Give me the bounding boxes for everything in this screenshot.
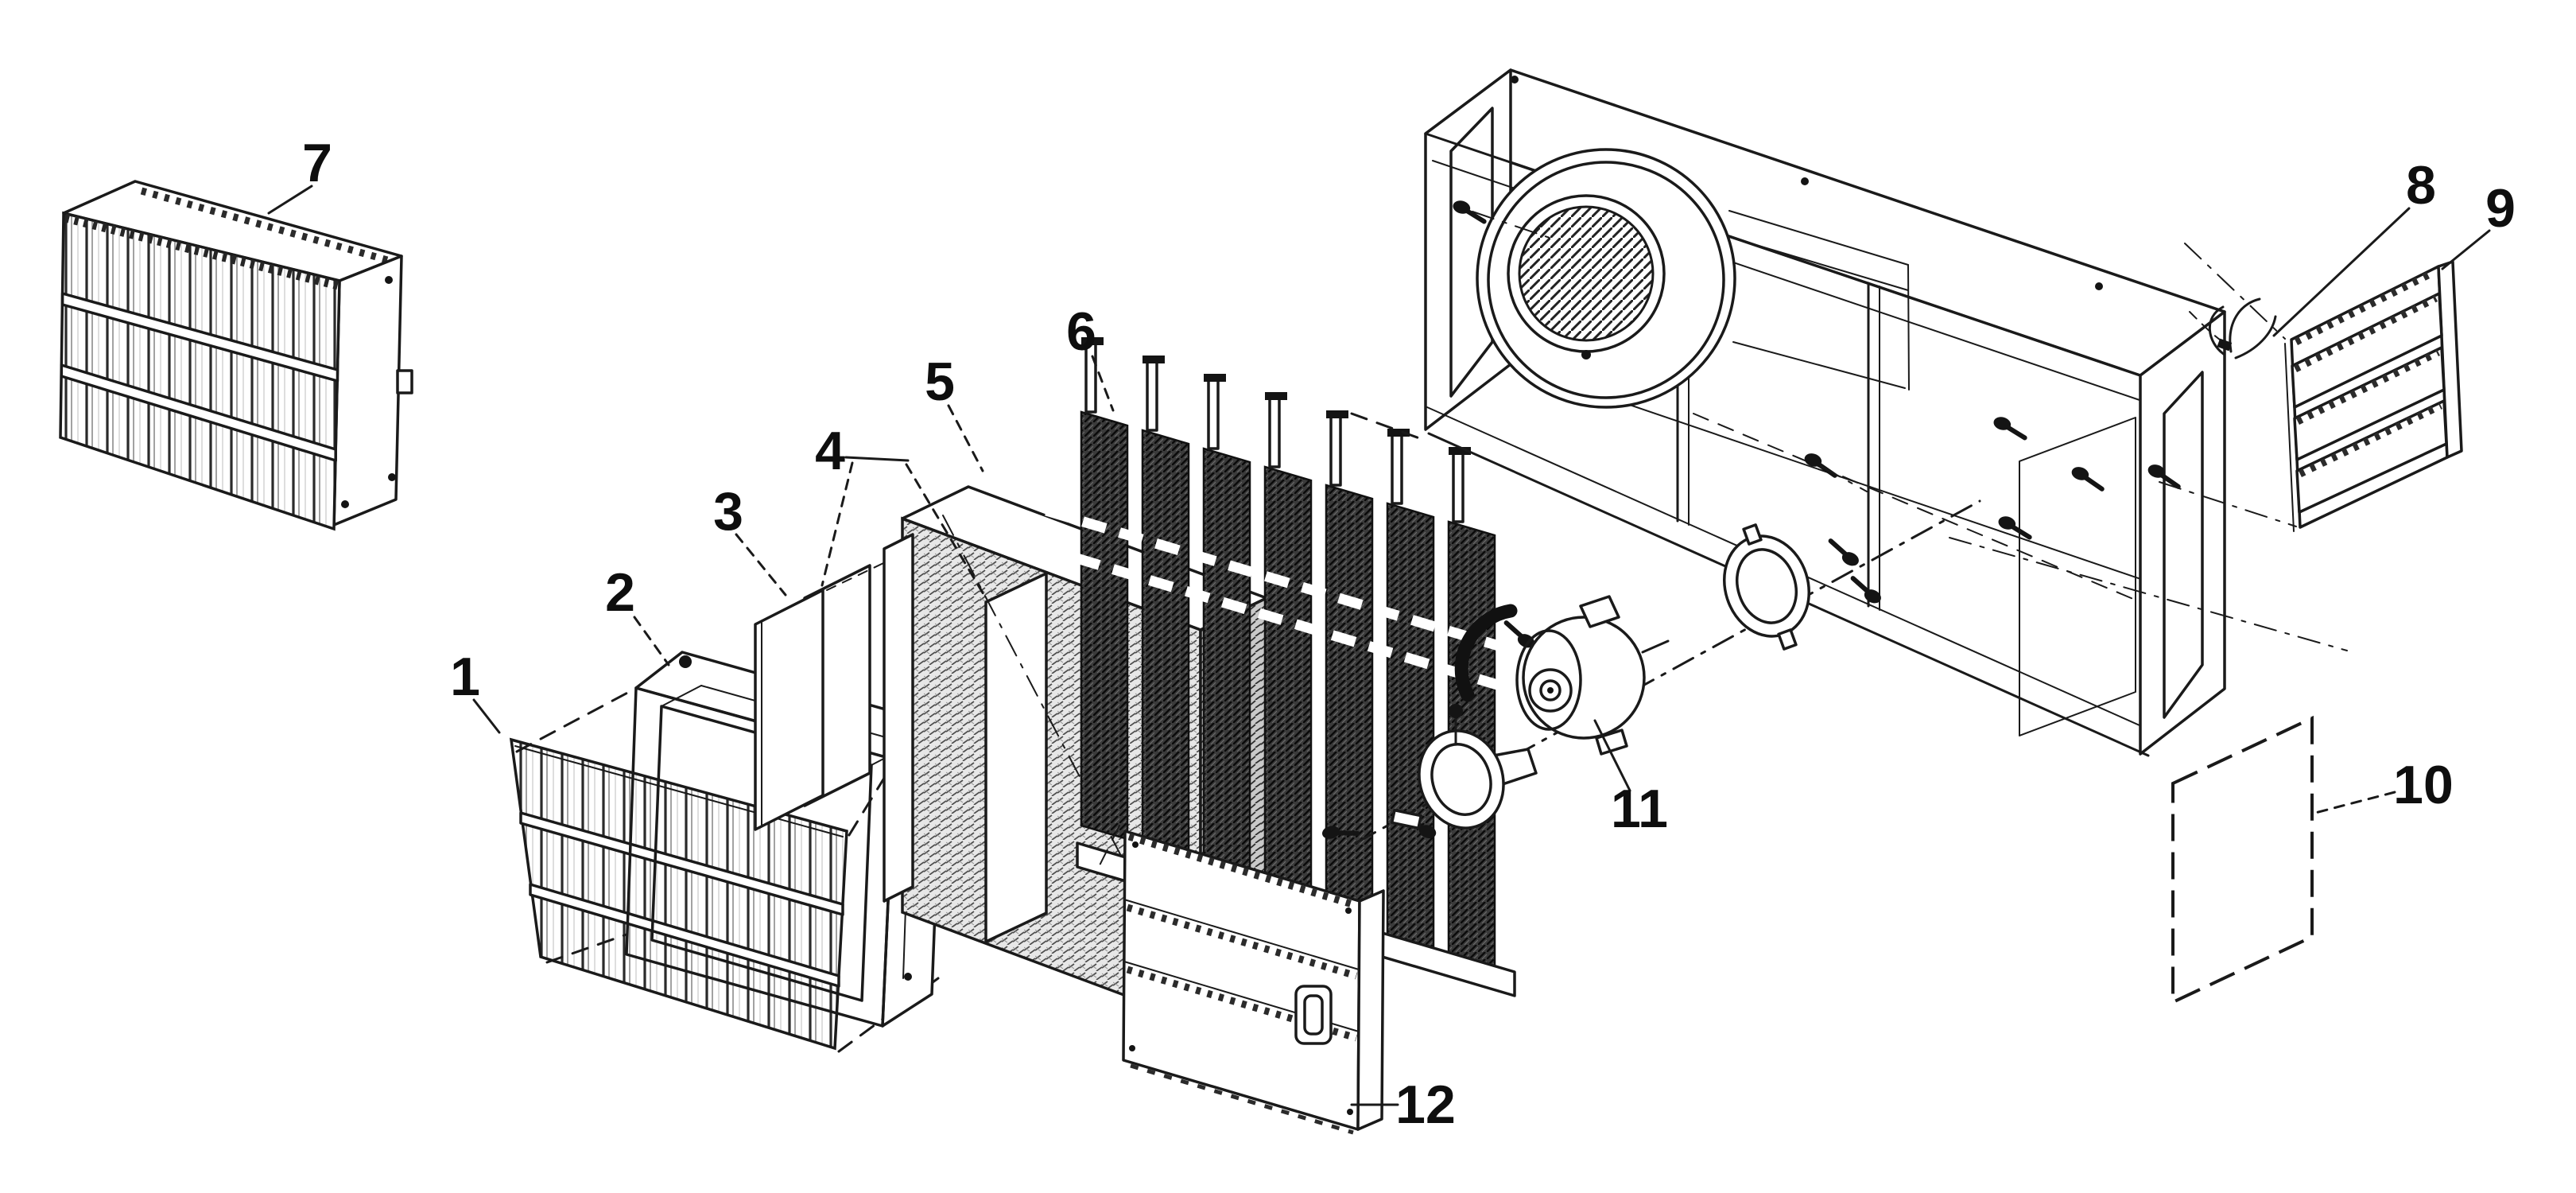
- callout-6: 6: [1066, 301, 1115, 412]
- callout-3-label: 3: [713, 481, 743, 542]
- align-line: [826, 556, 898, 591]
- align-line: [1472, 211, 1553, 239]
- part7-latch: [396, 369, 413, 394]
- cabinet-right-end: [2139, 310, 2226, 756]
- part7-filter-pleats: [140, 187, 398, 266]
- callout-7: 7: [267, 133, 332, 215]
- part7-rail-2: [60, 363, 337, 462]
- louvered-grille-box-assembly: [59, 180, 413, 531]
- part10-panel: [2171, 715, 2314, 1005]
- align-line: [1693, 413, 2140, 602]
- part7-side-face: [332, 255, 403, 527]
- callout-3: 3: [713, 481, 787, 596]
- cabinet-shell: [1321, 68, 2348, 842]
- callout-12-label: 12: [1395, 1074, 1456, 1135]
- part4-plate-front: [984, 572, 1048, 943]
- flat-access-panel: [2171, 715, 2314, 1005]
- callout-6-label: 6: [1066, 301, 1096, 362]
- callout-10-label: 10: [2393, 755, 2454, 815]
- motor-mount-bracket-left: [1390, 704, 1538, 830]
- callout-8: 8: [2272, 155, 2436, 337]
- part9-slat-3: [2295, 399, 2448, 514]
- align-line: [2184, 243, 2286, 340]
- blower-scroll: [1476, 148, 1910, 409]
- part7-louver-face: [59, 211, 341, 531]
- callout-5: 5: [925, 352, 984, 472]
- motor-body: [1454, 595, 1670, 756]
- part7-rail-1: [60, 292, 339, 383]
- callout-9-label: 9: [2485, 178, 2516, 239]
- callout-8-label: 8: [2406, 155, 2436, 216]
- front-door-panel: [1095, 825, 1385, 1135]
- callout-1-label: 1: [450, 647, 480, 707]
- callout-7-label: 7: [302, 133, 332, 193]
- part1-rail-1: [519, 811, 844, 916]
- callout-5-label: 5: [925, 352, 955, 412]
- motor-band-clamp: [1454, 604, 1518, 702]
- callout-4-label: 4: [815, 421, 845, 481]
- cabinet-left-opening: [1449, 107, 1494, 398]
- cell-rod-1: [1045, 505, 1516, 656]
- part12-side-band: [1356, 889, 1385, 1131]
- callout-2-label: 2: [605, 562, 635, 623]
- callout-1: 1: [450, 647, 501, 734]
- callout-11: 11: [1593, 719, 1668, 839]
- filter-retainer-plates: [754, 556, 898, 831]
- align-line: [1095, 825, 1120, 874]
- cabinet-inner-compartment: [2019, 417, 2136, 736]
- align-line: [545, 933, 628, 964]
- rear-louver-panel: [2159, 243, 2463, 532]
- blower-motor-assembly: [1354, 499, 1981, 845]
- callout-9: 9: [2441, 178, 2516, 270]
- motor-mount-ring-right: [1722, 523, 1811, 651]
- part4-plate-left: [883, 533, 914, 903]
- cabinet-right-opening: [2163, 371, 2204, 719]
- callouts: 1 2 3 4 5 6 7 8: [267, 133, 2516, 1135]
- align-line: [1350, 412, 1423, 441]
- part1-rail-2: [529, 883, 840, 988]
- callout-10: 10: [2314, 755, 2454, 815]
- callout-4: 4: [815, 421, 987, 600]
- cell-rod-2: [1038, 542, 1512, 694]
- callout-2: 2: [605, 562, 670, 666]
- blower-inlet: [1518, 205, 1655, 342]
- callout-11-label: 11: [1611, 779, 1668, 839]
- align-line: [515, 689, 634, 753]
- align-line: [1820, 465, 1868, 492]
- wire-harness: [2189, 297, 2277, 359]
- thin-divider-panel: [754, 589, 824, 831]
- callout-12: 12: [1350, 1074, 1456, 1135]
- part12-face: [1122, 830, 1361, 1131]
- motor-axis-line: [1354, 499, 1981, 845]
